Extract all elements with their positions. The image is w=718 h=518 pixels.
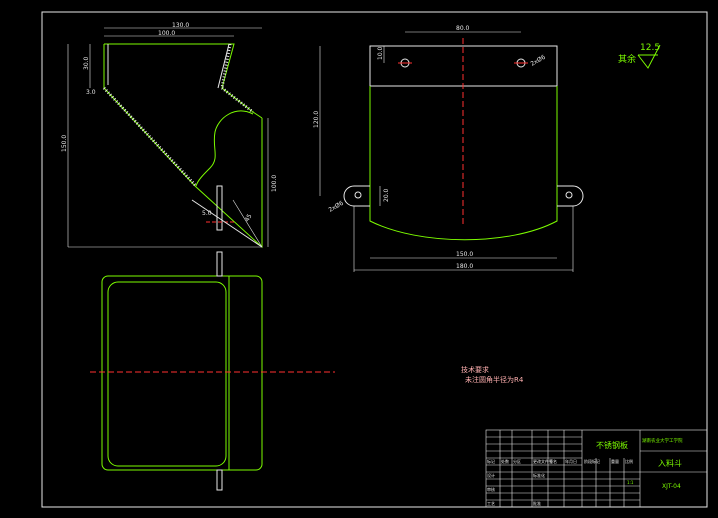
title-block	[485, 429, 708, 508]
title-block-material: 不锈钢板	[596, 440, 628, 450]
surface-finish-value: 12.5	[640, 43, 660, 53]
title-block-row-label-sign: 签名	[549, 458, 557, 464]
title-block-approve-label: 批准	[533, 500, 541, 506]
dim-top-width: 130.0	[172, 22, 189, 29]
surface-finish-label: 其余	[618, 53, 636, 65]
title-block-row-label-date: 年月日	[565, 458, 577, 464]
dim-height: 150.0	[61, 135, 68, 152]
dim-top-flange: 30.0	[83, 56, 90, 70]
dim-outer-bottom: 180.0	[456, 263, 473, 270]
title-block-designer-label: 设计	[487, 472, 495, 478]
dim-inner-width: 100.0	[158, 30, 175, 37]
dim-bottom-gap: 5.0	[202, 210, 212, 217]
side-view	[102, 43, 263, 249]
dim-hole-dia-side: 2xØ6	[328, 200, 345, 214]
dim-side-height: 100.0	[271, 175, 278, 192]
tech-requirements-line1: 未注圆角半径为R4	[465, 375, 524, 384]
title-block-check-label: 审核	[487, 486, 495, 492]
title-block-weight-label: 重量	[611, 458, 619, 464]
dim-inner-bottom: 150.0	[456, 251, 473, 258]
drawing-border	[41, 11, 708, 508]
title-block-row-label-doc: 更改文件号	[533, 458, 553, 464]
title-block-stage-label: 阶段标记	[584, 458, 600, 464]
dim-offset: 3.0	[86, 89, 96, 96]
title-block-standard-label: 标准化	[533, 472, 545, 478]
title-block-institution: 湖南农业大学工学院	[642, 437, 683, 444]
title-block-row-label-mark: 标记	[487, 458, 495, 464]
surface-finish-symbol	[637, 44, 661, 69]
dim-hole-dia-top: 2xØ6	[530, 54, 547, 68]
title-block-row-label-zone: 分区	[513, 458, 521, 464]
front-view	[343, 38, 584, 241]
title-block-scale-label: 比例	[625, 458, 633, 464]
dim-plate-height: 120.0	[313, 111, 320, 128]
title-block-scale-value: 1:1	[627, 480, 634, 485]
dim-ear-height: 20.0	[383, 188, 390, 202]
title-block-part-name: 入料斗	[658, 458, 682, 468]
dim-hole-spacing: 80.0	[456, 25, 470, 32]
tech-requirements-heading: 技术要求	[461, 365, 489, 374]
dim-hole-top: 10.0	[377, 46, 384, 60]
dim-angle: 45	[244, 213, 254, 223]
title-block-part-number: XJT-04	[662, 483, 681, 490]
title-block-process-label: 工艺	[487, 501, 495, 506]
title-block-row-label-count: 处数	[501, 458, 509, 464]
top-view	[90, 251, 335, 491]
side-view-dimensions	[67, 27, 269, 248]
front-view-dimensions	[319, 31, 574, 272]
